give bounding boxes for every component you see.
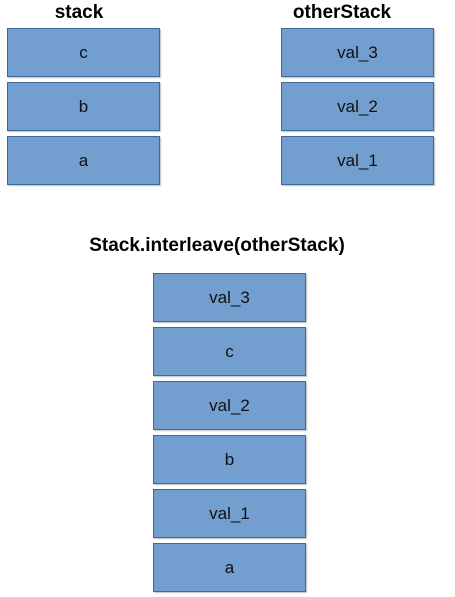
- other-stack-column: val_3 val_2 val_1: [281, 28, 434, 190]
- result-stack-cell: val_2: [153, 381, 306, 430]
- other-stack-cell: val_1: [281, 136, 434, 185]
- stack-title: stack: [54, 2, 104, 23]
- other-stack-cell: val_2: [281, 82, 434, 131]
- result-stack-cell: b: [153, 435, 306, 484]
- result-stack-cell: c: [153, 327, 306, 376]
- result-stack-cell: a: [153, 543, 306, 592]
- stack-cell: b: [7, 82, 160, 131]
- other-stack-cell: val_3: [281, 28, 434, 77]
- other-stack-title: otherStack: [292, 2, 392, 23]
- stack-cell: c: [7, 28, 160, 77]
- stack-cell: a: [7, 136, 160, 185]
- result-stack-column: val_3 c val_2 b val_1 a: [153, 273, 306, 597]
- result-stack-cell: val_1: [153, 489, 306, 538]
- result-stack-cell: val_3: [153, 273, 306, 322]
- stack-column: c b a: [7, 28, 160, 190]
- result-title: Stack.interleave(otherStack): [89, 235, 345, 256]
